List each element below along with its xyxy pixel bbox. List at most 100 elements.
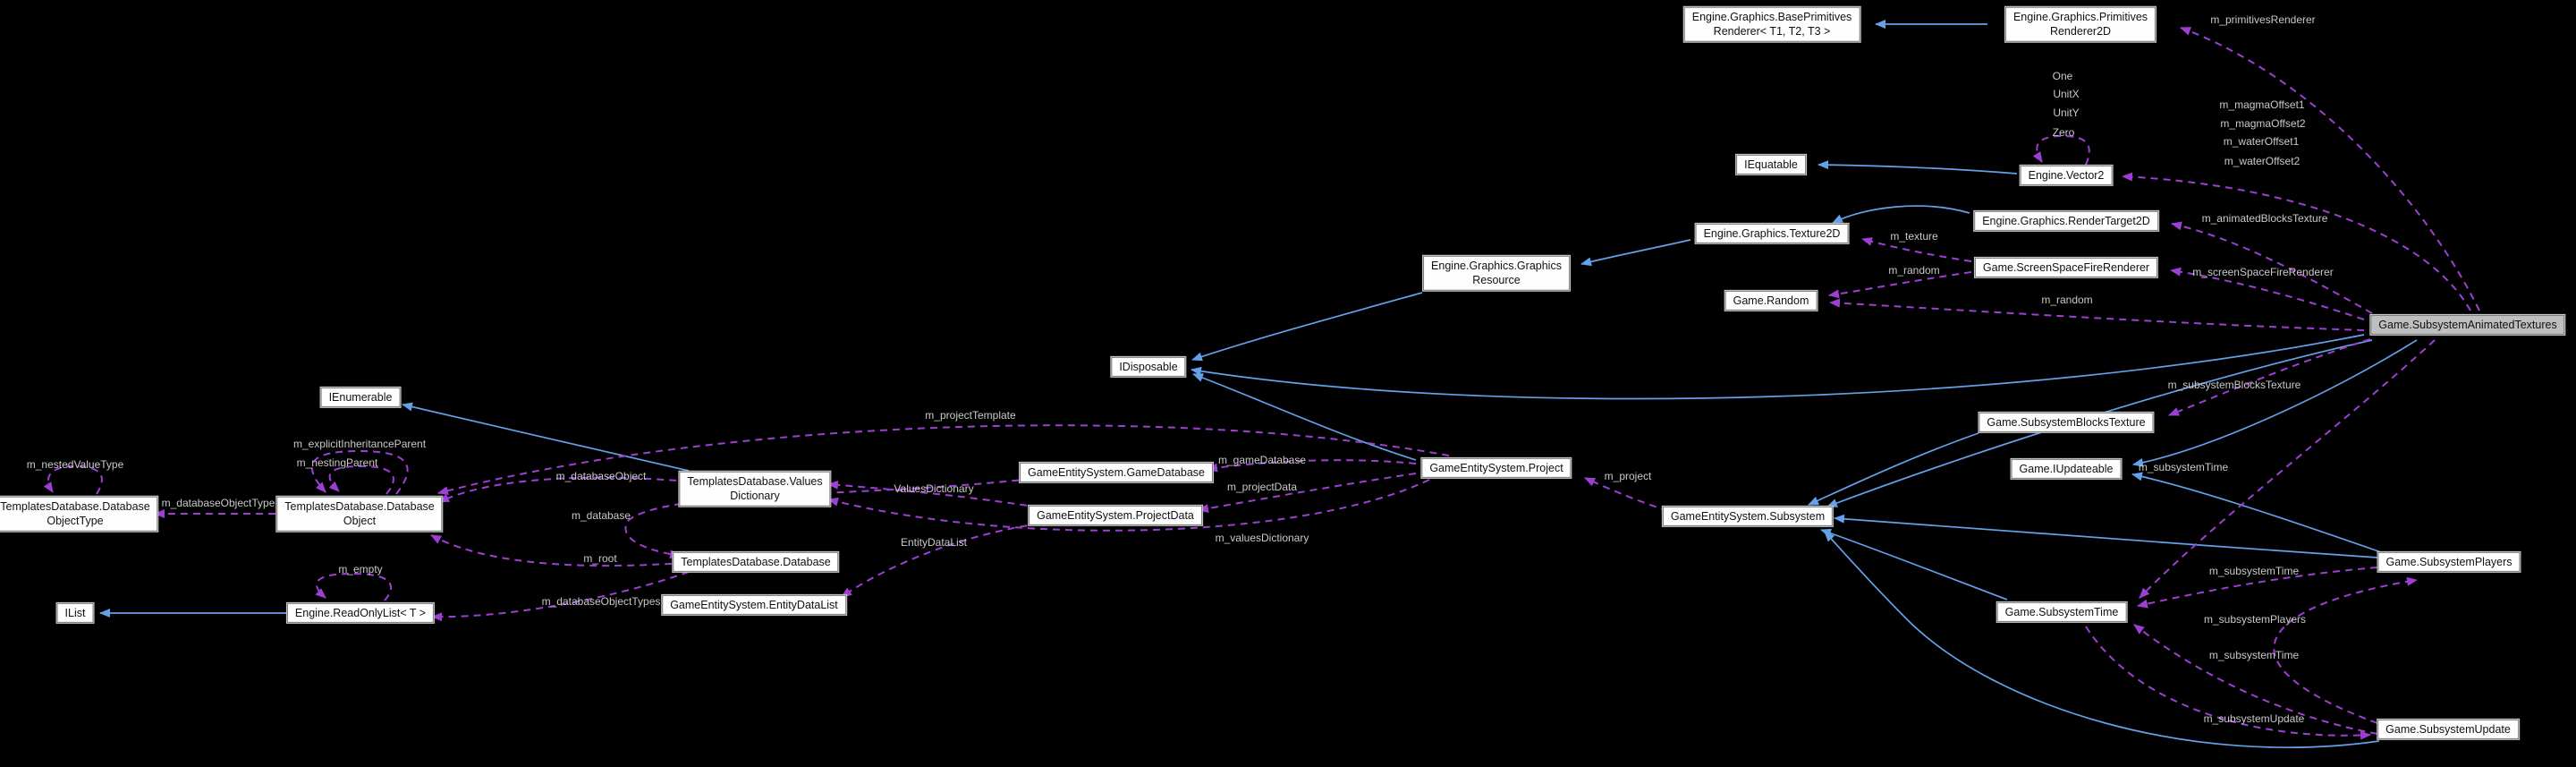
- edge-label-m-valuesdictionary: m_valuesDictionary: [1215, 532, 1309, 544]
- class-node-idisposable[interactable]: IDisposable: [1111, 356, 1186, 378]
- class-node-label: IDisposable: [1119, 360, 1178, 373]
- class-node-iequatable[interactable]: IEquatable: [1736, 154, 1806, 175]
- edge-subsystem-animated-textures-to-screenspacefirerenderer: [2170, 267, 2365, 320]
- class-node-ilist[interactable]: IList: [56, 602, 94, 624]
- edge-vector2-to-iequatable: [1818, 160, 2018, 175]
- edge-subsystem-animated-textures-to-rendertarget2d: [2171, 221, 2373, 314]
- class-node-label: Renderer2D: [2049, 25, 2112, 38]
- class-node-label: Game.IUpdateable: [2019, 462, 2114, 475]
- class-node-subsystemblockstexture[interactable]: Game.SubsystemBlocksTexture: [1979, 412, 2154, 433]
- class-node-screenspacefirerenderer[interactable]: Game.ScreenSpaceFireRenderer: [1974, 257, 2158, 278]
- edge-screenspacefirerenderer-to-random: [1828, 271, 1972, 299]
- class-node-label: Object: [343, 515, 377, 527]
- class-node-label: Game.SubsystemUpdate: [2385, 722, 2511, 736]
- class-node-label: Game.Random: [1733, 294, 1809, 307]
- class-node-label: Engine.ReadOnlyList< T >: [294, 606, 427, 619]
- edge-label-m-primitivesrenderer: m_primitivesRenderer: [2210, 13, 2316, 26]
- class-node-readonlylist[interactable]: Engine.ReadOnlyList< T >: [286, 602, 435, 624]
- edge-label-m-explicitinheritanceparent: m_explicitInheritanceParent: [292, 438, 427, 450]
- edge-label-m-databaseobject: m_databaseObject: [555, 470, 647, 482]
- edge-subsystemplayers-to-subsystem: [1834, 514, 2378, 558]
- class-node-gamedatabase[interactable]: GameEntitySystem.GameDatabase: [1020, 462, 1213, 483]
- class-node-label: Game.SubsystemBlocksTexture: [1987, 415, 2146, 429]
- edge-subsystemupdate-to-subsystem: [1824, 531, 2380, 749]
- class-node-label: Dictionary: [730, 490, 780, 502]
- edge-subsystemplayers-to-iupdateable: [2131, 472, 2382, 553]
- edge-valuesdictionary-to-ienumerable: [402, 402, 690, 472]
- class-node-iupdateable[interactable]: Game.IUpdateable: [2011, 458, 2122, 480]
- edge-label-valuesdictionary: ValuesDictionary: [894, 482, 974, 495]
- class-node-subsystemplayers[interactable]: Game.SubsystemPlayers: [2377, 551, 2521, 573]
- class-node-label: Engine.Graphics.BasePrimitives: [1691, 10, 1852, 23]
- class-node-projectdata[interactable]: GameEntitySystem.ProjectData: [1029, 505, 1202, 526]
- class-node-label: IEnumerable: [328, 390, 393, 404]
- edge-label-m-databaseobjecttype: m_databaseObjectType: [161, 497, 275, 509]
- edge-subsystemtime-to-subsystemupdate: [2085, 626, 2371, 740]
- edge-subsystem-animated-textures-to-random: [1829, 298, 2365, 331]
- edge-label-m-projecttemplate: m_projectTemplate: [925, 409, 1016, 422]
- edge-label-m-subsystemblockstexture: m_subsystemBlocksTexture: [2167, 379, 2301, 391]
- class-node-project[interactable]: GameEntitySystem.Project: [1421, 457, 1572, 479]
- edge-label-m-random: m_random: [2041, 294, 2093, 306]
- edge-databaseobject-to-databaseobject: [328, 464, 394, 495]
- edge-label-m-databaseobjecttypes: m_databaseObjectTypes: [541, 595, 661, 608]
- edge-subsystem-animated-textures-to-vector2: [2122, 172, 2471, 311]
- edge-subsystemplayers-to-subsystemtime: [2137, 567, 2378, 609]
- edge-projectdata-to-valuesdictionary: [827, 480, 1040, 508]
- edge-subsystem-animated-textures-to-subsystemtime: [2139, 339, 2436, 599]
- class-node-database[interactable]: TemplatesDatabase.Database: [673, 551, 839, 573]
- edge-label-m-texture: m_texture: [1890, 230, 1938, 243]
- edge-label-unitx: UnitX: [2053, 88, 2080, 100]
- edge-subsystemblockstexture-to-subsystem: [1808, 432, 1979, 506]
- edge-label-unity: UnitY: [2053, 107, 2080, 119]
- edge-label-m-wateroffset2: m_waterOffset2: [2224, 155, 2301, 167]
- edge-label-m-database: m_database: [571, 509, 631, 522]
- edge-label-m-magmaoffset2: m_magmaOffset2: [2220, 117, 2306, 130]
- edge-label-m-subsystemplayers: m_subsystemPlayers: [2203, 613, 2307, 626]
- class-node-random[interactable]: Game.Random: [1724, 290, 1818, 311]
- class-node-subsystemupdate[interactable]: Game.SubsystemUpdate: [2377, 719, 2519, 740]
- edge-label-m-random: m_random: [1888, 264, 1940, 277]
- class-node-label: Game.SubsystemPlayers: [2385, 555, 2512, 568]
- class-node-ienumerable[interactable]: IEnumerable: [320, 387, 401, 408]
- edge-valuesdictionary-to-databaseobject: [438, 476, 690, 503]
- edge-label-m-screenspacefirerenderer: m_screenSpaceFireRenderer: [2192, 266, 2334, 278]
- class-node-label: TemplatesDatabase.Database: [0, 499, 150, 513]
- class-node-label: Resource: [1472, 274, 1521, 286]
- edge-label-entitydatalist: EntityDataList: [900, 536, 968, 549]
- class-node-vector2[interactable]: Engine.Vector2: [2020, 165, 2113, 186]
- edge-subsystemtime-to-subsystem: [1820, 528, 2008, 601]
- class-node-label: GameEntitySystem.ProjectData: [1037, 508, 1194, 522]
- class-node-label: Game.ScreenSpaceFireRenderer: [1982, 260, 2150, 274]
- edge-label-m-nestedvaluetype: m_nestedValueType: [26, 458, 124, 471]
- class-node-subsystem-animated-textures[interactable]: Game.SubsystemAnimatedTextures: [2370, 314, 2565, 336]
- edge-label-m-empty: m_empty: [338, 563, 383, 575]
- class-node-texture2d[interactable]: Engine.Graphics.Texture2D: [1695, 223, 1849, 244]
- class-node-label: IList: [64, 606, 86, 619]
- edge-databaseobject-to-databaseobject: [310, 449, 409, 495]
- edge-project-to-valuesdictionary: [827, 479, 1430, 532]
- edge-label-m-animatedblockstexture: m_animatedBlocksTexture: [2201, 212, 2328, 225]
- class-node-label: GameEntitySystem.GameDatabase: [1028, 465, 1205, 479]
- edge-readonlylist-to-readonlylist: [315, 572, 392, 601]
- class-node-label: Game.SubsystemAnimatedTextures: [2378, 318, 2557, 331]
- class-node-subsystemtime[interactable]: Game.SubsystemTime: [1996, 601, 2127, 623]
- edge-label-m-subsystemtime: m_subsystemTime: [2208, 565, 2300, 577]
- edge-subsystemupdate-to-subsystemplayers: [2273, 576, 2418, 724]
- edge-label-zero: Zero: [2052, 126, 2075, 139]
- edge-label-one: One: [2052, 70, 2073, 82]
- class-node-subsystem[interactable]: GameEntitySystem.Subsystem: [1662, 506, 1834, 527]
- class-node-label: Game.SubsystemTime: [2004, 605, 2119, 618]
- class-node-rendertarget2d[interactable]: Engine.Graphics.RenderTarget2D: [1974, 210, 2158, 232]
- edge-label-m-projectdata: m_projectData: [1226, 481, 1298, 493]
- class-node-entitydatalist[interactable]: GameEntitySystem.EntityDataList: [662, 594, 846, 616]
- class-node-label: Engine.Graphics.Graphics: [1431, 259, 1562, 272]
- edge-rendertarget2d-to-texture2d: [1832, 205, 1970, 224]
